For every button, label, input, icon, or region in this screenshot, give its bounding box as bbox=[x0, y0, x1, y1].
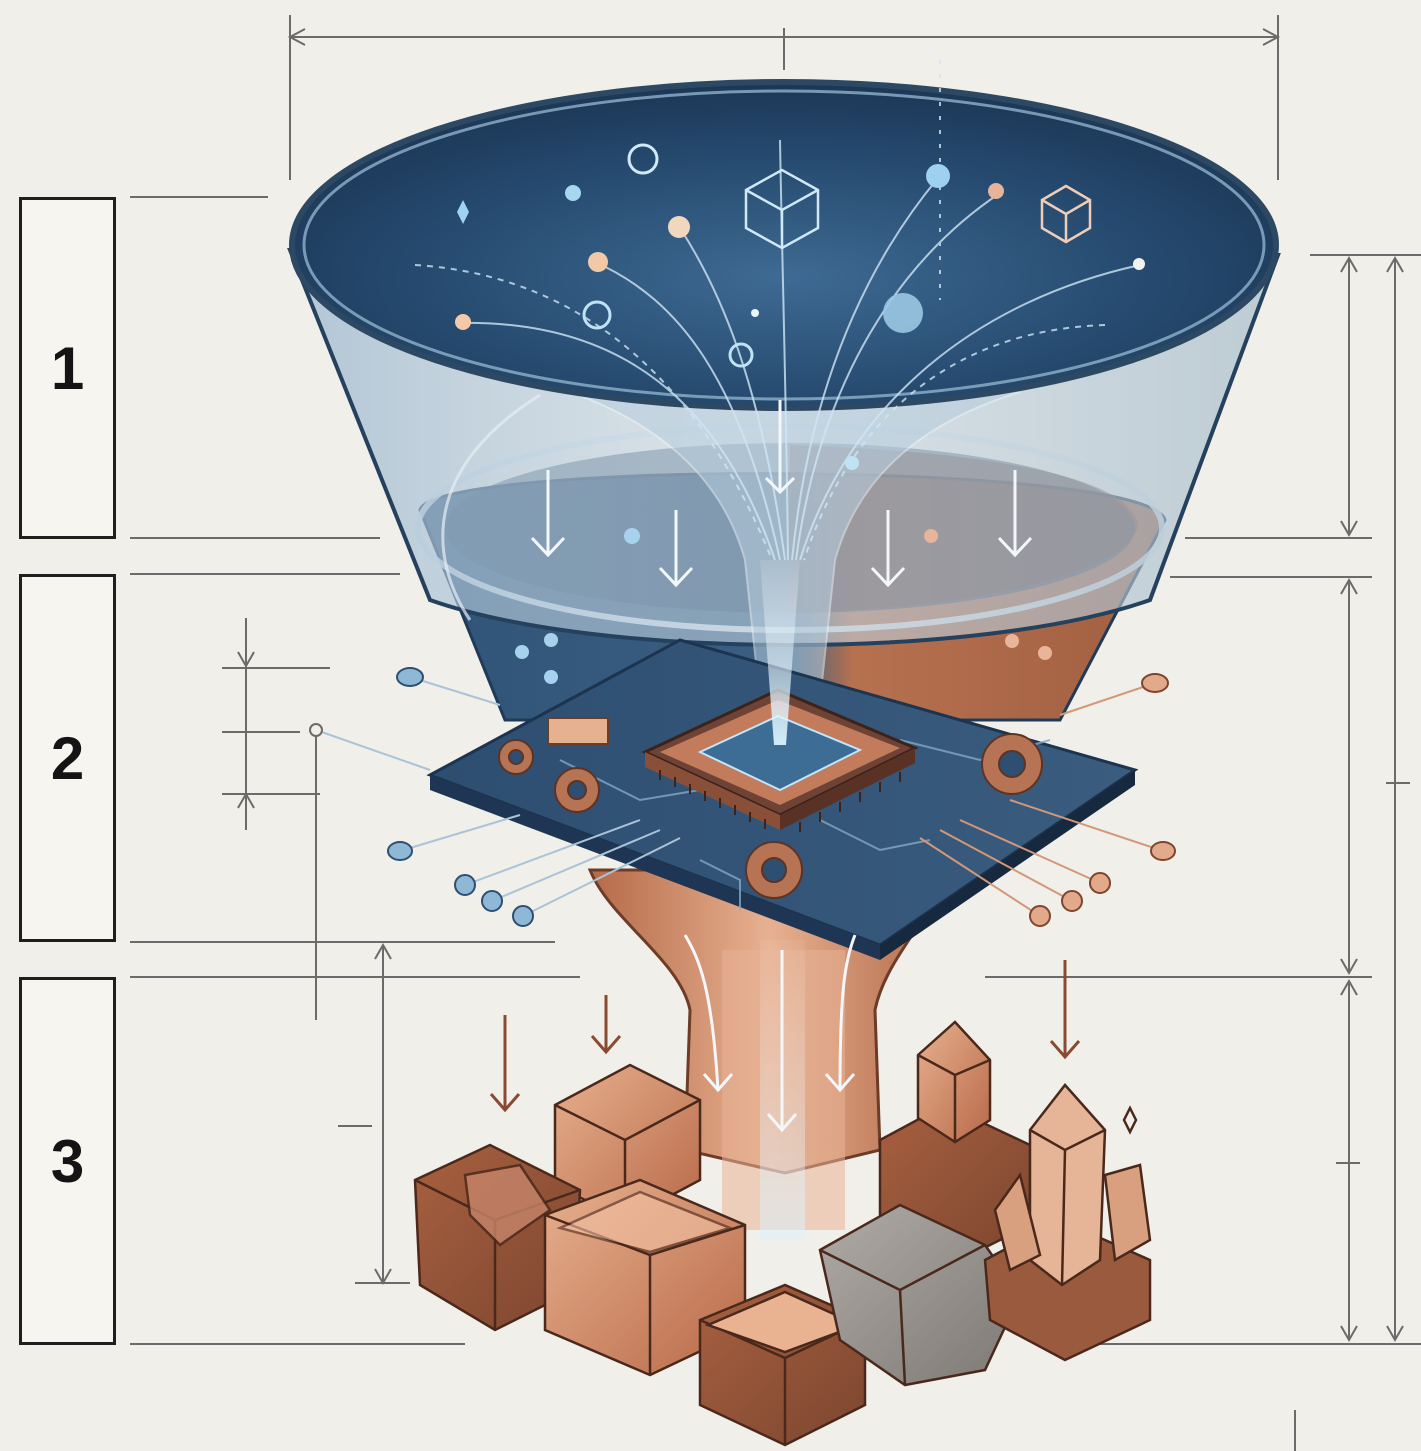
stage-number: 3 bbox=[51, 1127, 84, 1196]
stage-label-1: 1 bbox=[19, 197, 116, 539]
stage-number: 1 bbox=[51, 334, 84, 403]
stage-label-2: 2 bbox=[19, 574, 116, 942]
component-block bbox=[548, 718, 608, 744]
stage-number: 2 bbox=[51, 724, 84, 793]
stage-label-3: 3 bbox=[19, 977, 116, 1345]
